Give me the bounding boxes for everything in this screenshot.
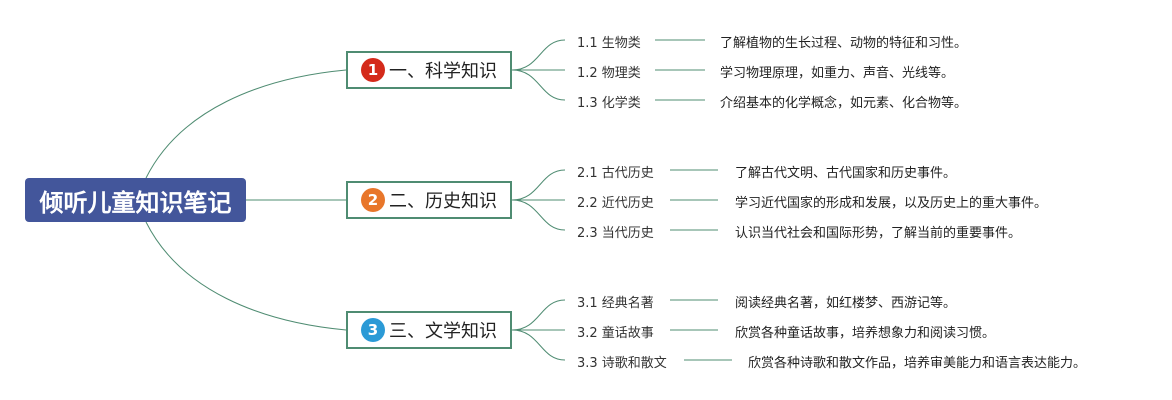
topic-science[interactable]: 1 一、科学知识 [346, 51, 512, 89]
description-3-2: 欣赏各种童话故事，培养想象力和阅读习惯。 [735, 326, 996, 341]
topic3-branch-3 [511, 329, 566, 361]
topic1-branch-1 [511, 39, 566, 71]
topic-history[interactable]: 2 二、历史知识 [346, 181, 512, 219]
description-1-1: 了解植物的生长过程、动物的特征和习性。 [720, 36, 968, 51]
topic3-branch-1 [511, 299, 566, 331]
topic-label: 三、文学知识 [389, 321, 497, 342]
topic-label: 二、历史知识 [389, 191, 497, 212]
root-to-topic-3 [145, 221, 347, 331]
root-to-topic-1 [145, 69, 347, 179]
description-2-3: 认识当代社会和国际形势，了解当前的重要事件。 [735, 226, 1022, 241]
topic-literature[interactable]: 3 三、文学知识 [346, 311, 512, 349]
description-3-1: 阅读经典名著，如红楼梦、西游记等。 [735, 296, 957, 311]
description-1-2: 学习物理原理，如重力、声音、光线等。 [720, 66, 955, 81]
number-1-badge-icon: 1 [361, 58, 385, 82]
description-1-3: 介绍基本的化学概念，如元素、化合物等。 [720, 96, 968, 111]
subtopic-3-1[interactable]: 3.1 经典名著 [577, 296, 654, 311]
topic1-branch-3 [511, 69, 566, 101]
subtopic-3-2[interactable]: 3.2 童话故事 [577, 326, 654, 341]
subtopic-2-3[interactable]: 2.3 当代历史 [577, 226, 654, 241]
subtopic-1-2[interactable]: 1.2 物理类 [577, 66, 641, 81]
number-3-badge-icon: 3 [361, 318, 385, 342]
topic-label: 一、科学知识 [389, 61, 497, 82]
description-2-1: 了解古代文明、古代国家和历史事件。 [735, 166, 957, 181]
description-3-3: 欣赏各种诗歌和散文作品，培养审美能力和语言表达能力。 [748, 356, 1087, 371]
subtopic-3-3[interactable]: 3.3 诗歌和散文 [577, 356, 667, 371]
root-node[interactable]: 倾听儿童知识笔记 [25, 178, 246, 222]
subtopic-2-1[interactable]: 2.1 古代历史 [577, 166, 654, 181]
topic2-branch-3 [511, 199, 566, 231]
description-2-2: 学习近代国家的形成和发展，以及历史上的重大事件。 [735, 196, 1048, 211]
subtopic-1-3[interactable]: 1.3 化学类 [577, 96, 641, 111]
subtopic-1-1[interactable]: 1.1 生物类 [577, 36, 641, 51]
subtopic-2-2[interactable]: 2.2 近代历史 [577, 196, 654, 211]
number-2-badge-icon: 2 [361, 188, 385, 212]
root-label: 倾听儿童知识笔记 [39, 188, 232, 217]
topic2-branch-1 [511, 169, 566, 201]
